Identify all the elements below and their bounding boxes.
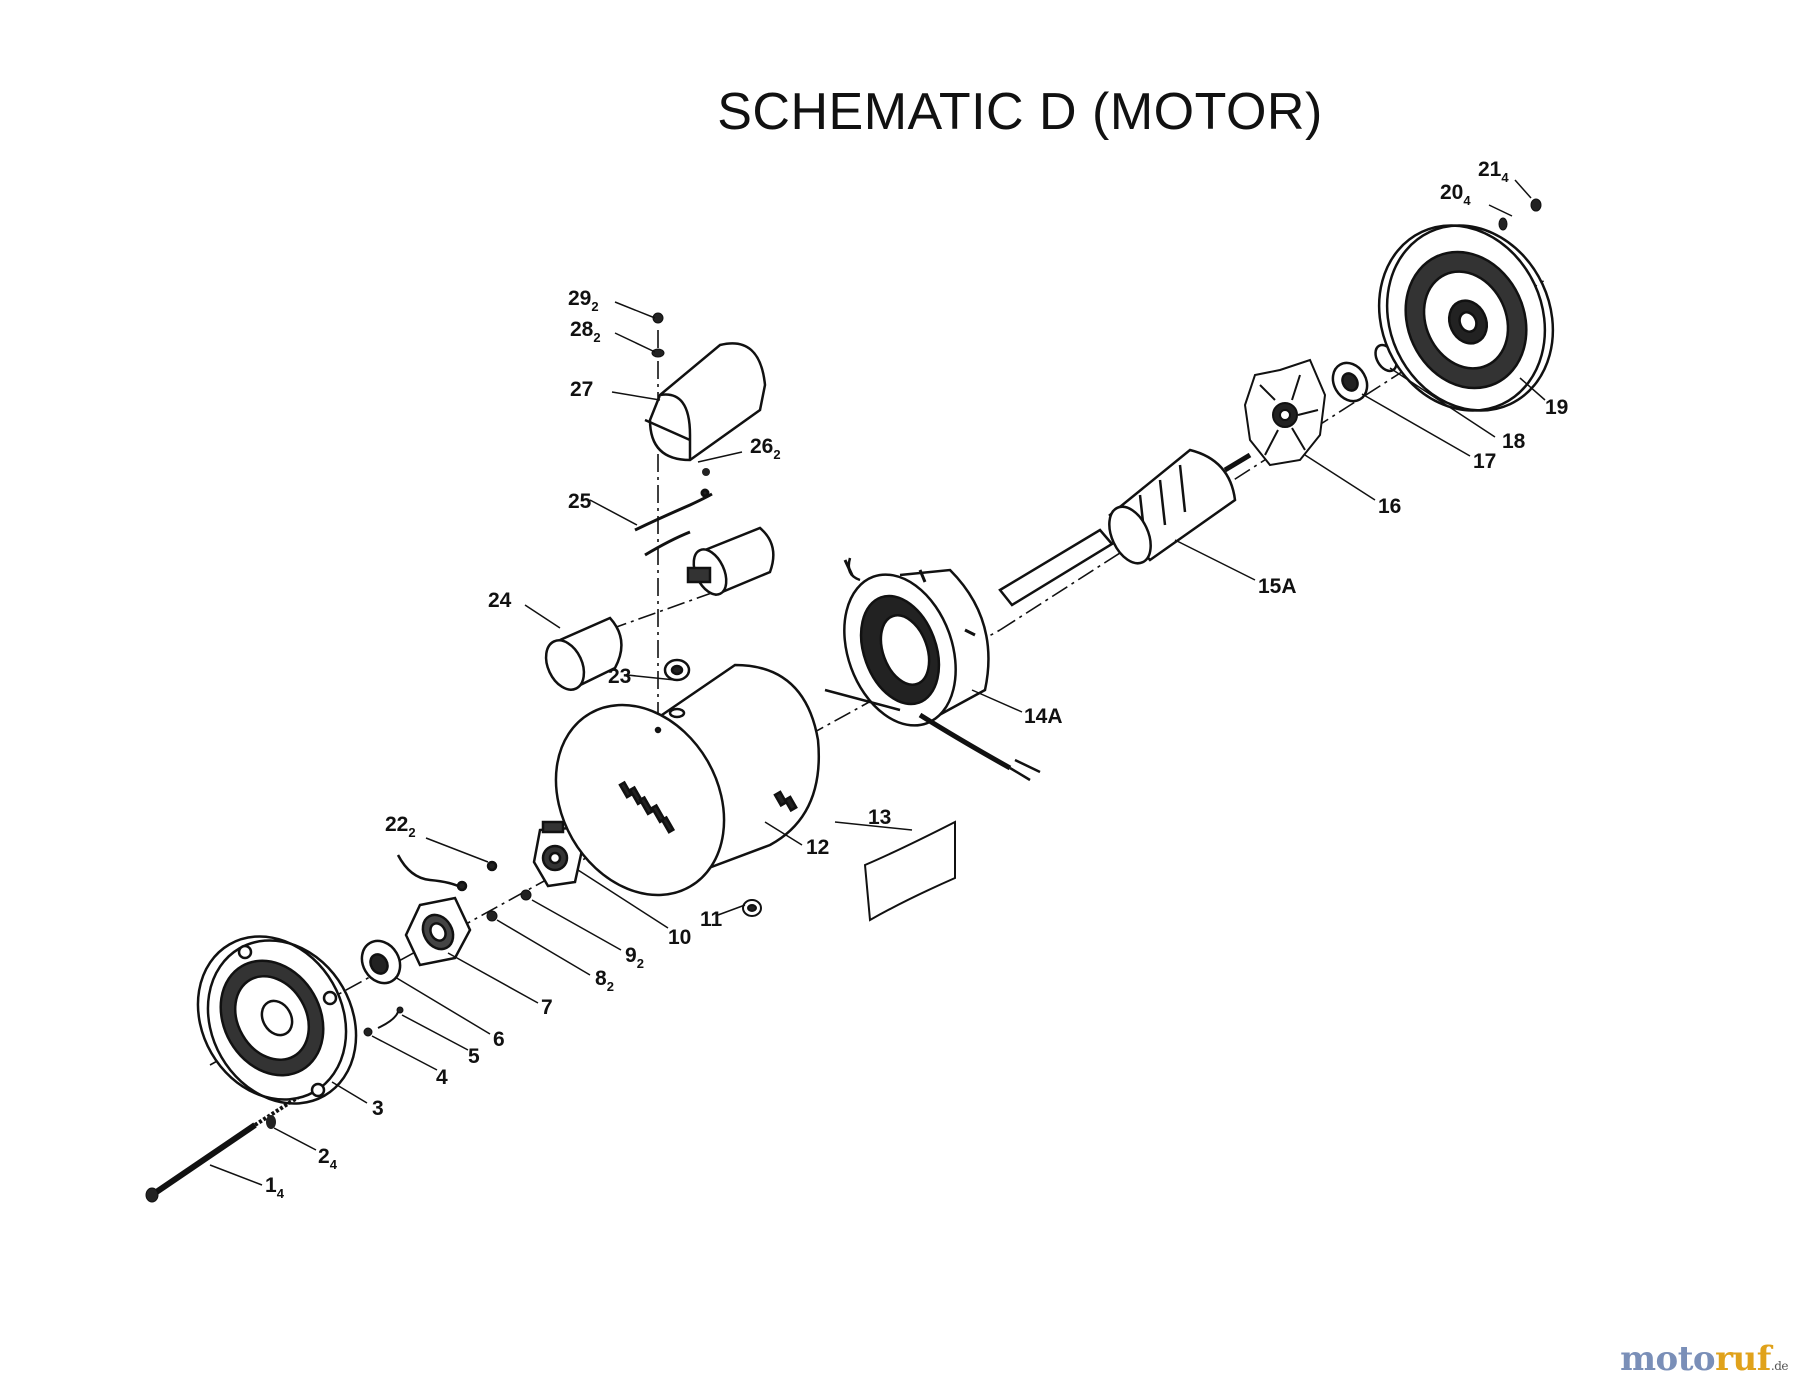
leader-lines xyxy=(209,179,1546,1186)
part-label-p12: 12 xyxy=(806,836,829,859)
part-label-p5: 5 xyxy=(468,1045,480,1068)
cover-screw xyxy=(702,468,710,476)
bearing-retainer xyxy=(404,896,472,967)
lead-wire xyxy=(396,854,498,892)
part-label-p14A: 14A xyxy=(1024,705,1063,728)
part-label-p4: 4 xyxy=(436,1066,448,1089)
stator xyxy=(824,557,1041,782)
part-label-p11: 11 xyxy=(700,908,723,931)
grounding-screw xyxy=(363,1006,404,1037)
part-label-p13: 13 xyxy=(868,806,891,829)
capacitor-cover xyxy=(644,342,767,462)
watermark-logo: motoruf.de xyxy=(1620,1339,1788,1379)
capacitor xyxy=(544,616,623,692)
part-label-p15A: 15A xyxy=(1258,575,1297,598)
part-label-p23: 23 xyxy=(608,665,631,688)
part-label-p6: 6 xyxy=(493,1028,505,1051)
part-label-p7: 7 xyxy=(541,996,553,1019)
part-label-p24: 24 xyxy=(488,589,512,612)
rotor xyxy=(998,448,1252,607)
part-label-p20: 204 xyxy=(1440,181,1471,208)
cooling-fan xyxy=(1243,358,1327,467)
part-label-p17: 17 xyxy=(1473,450,1496,473)
front-end-bell xyxy=(196,935,358,1105)
part-label-p3: 3 xyxy=(372,1097,384,1120)
retainer-screws xyxy=(486,889,532,922)
part-labels: 214 204 19 18 17 16 15A 14A 13 12 11 10 … xyxy=(265,158,1568,1201)
capacitor-bracket xyxy=(686,526,775,597)
part-label-p10: 10 xyxy=(668,926,691,949)
motor-frame xyxy=(554,663,820,897)
page-title: SCHEMATIC D (MOTOR) xyxy=(717,83,1323,141)
front-bearing xyxy=(360,939,402,985)
part-label-p26: 262 xyxy=(750,435,781,462)
part-label-p25: 25 xyxy=(568,490,592,513)
part-label-p22: 222 xyxy=(385,813,416,840)
part-label-p29: 292 xyxy=(568,287,599,314)
part-label-p1: 14 xyxy=(265,1174,285,1201)
nameplate xyxy=(863,820,956,922)
part-label-p21: 214 xyxy=(1478,158,1509,185)
rear-end-bell xyxy=(1377,224,1555,412)
grommet xyxy=(663,658,691,682)
part-label-p19: 19 xyxy=(1545,396,1568,419)
capacitor-wires xyxy=(634,488,713,557)
washer-2 xyxy=(266,1115,276,1129)
part-label-p16: 16 xyxy=(1378,495,1401,518)
part-label-p2: 24 xyxy=(318,1145,338,1172)
frame-plug xyxy=(742,899,762,917)
part-label-p28: 282 xyxy=(570,318,601,345)
part-label-p8: 82 xyxy=(595,967,614,994)
part-label-p9: 92 xyxy=(625,944,644,971)
tie-bolt-nut xyxy=(1498,198,1542,231)
cover-fasteners xyxy=(651,312,665,358)
part-label-p27: 27 xyxy=(570,378,593,401)
rear-bearing xyxy=(1331,361,1369,403)
part-label-p18: 18 xyxy=(1502,430,1526,453)
